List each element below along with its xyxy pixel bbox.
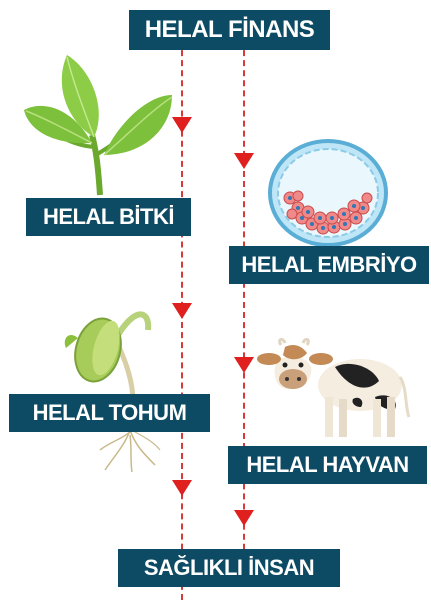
node-animal-label: HELAL HAYVAN: [228, 446, 427, 484]
plant-leaves-icon: [22, 55, 182, 200]
node-embryo-label: HELAL EMBRİYO: [229, 246, 429, 284]
arrow-down-icon: [234, 510, 254, 526]
right-flow-line: [243, 40, 245, 580]
arrow-down-icon: [172, 480, 192, 496]
cow-icon: [255, 337, 415, 447]
arrow-down-icon: [172, 303, 192, 319]
page-title: HELAL FİNANS: [129, 10, 330, 50]
embryo-cell-icon: [268, 138, 388, 248]
arrow-down-icon: [234, 357, 254, 373]
node-human-label: SAĞLIKLI İNSAN: [118, 549, 340, 587]
arrow-down-icon: [234, 153, 254, 169]
node-plant-label: HELAL BİTKİ: [26, 198, 191, 236]
node-seed-label: HELAL TOHUM: [9, 394, 210, 432]
sprouting-seed-icon: [60, 300, 170, 475]
